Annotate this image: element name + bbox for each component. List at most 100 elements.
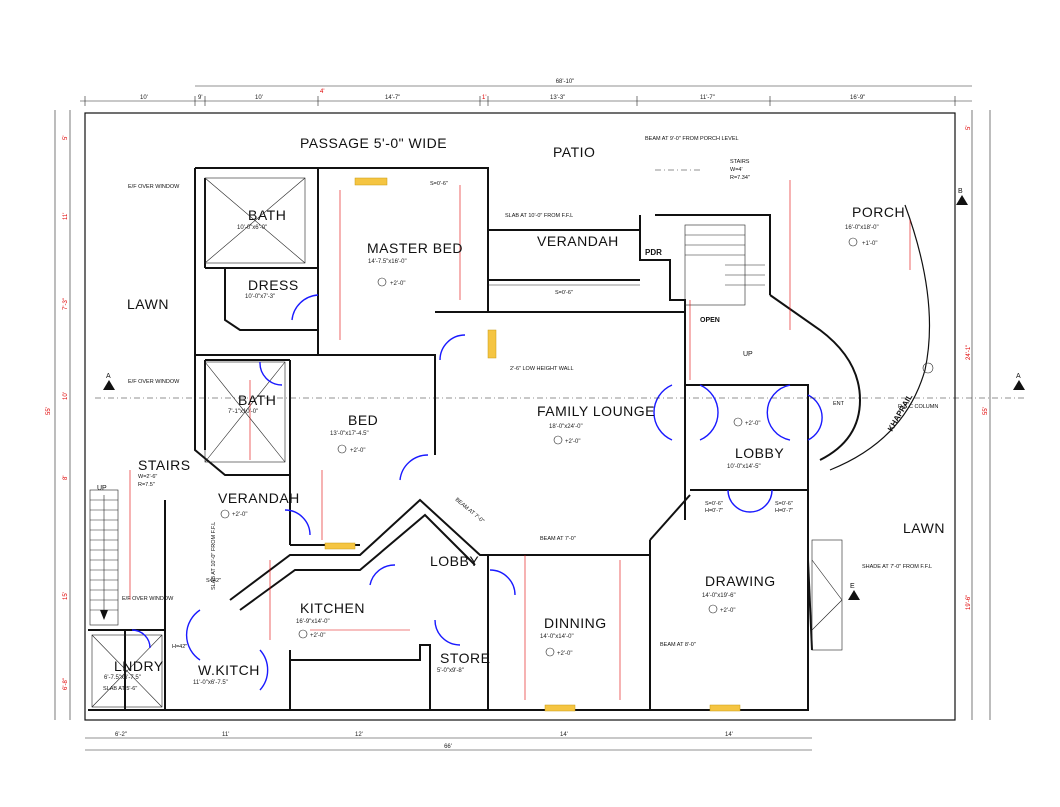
room-bath-1: BATH bbox=[248, 207, 286, 223]
doors bbox=[131, 294, 823, 691]
note-shade: SHADE AT 7'-0" FROM F.F.L bbox=[862, 564, 932, 570]
room-master-bed: MASTER BED bbox=[367, 240, 463, 256]
bottom-dim-seg: 11' bbox=[222, 732, 229, 738]
level-drawing: +2'-0" bbox=[720, 608, 735, 614]
note-slab-left: SLAB AT 10'-0" FROM F.F.L bbox=[211, 522, 217, 590]
note-ent: ENT bbox=[833, 401, 845, 407]
note-beam-7b: BEAM AT 7'-0" bbox=[454, 497, 485, 525]
level-marker-icon bbox=[298, 629, 308, 639]
khaprail-arc bbox=[829, 204, 931, 471]
room-drawing: DRAWING bbox=[705, 573, 776, 589]
note-pdr: PDR bbox=[645, 248, 662, 257]
room-stairs-left: STAIRS bbox=[138, 457, 191, 473]
stair-left bbox=[89, 489, 119, 626]
note-slab-lndry: SLAB AT 5'-6" bbox=[103, 686, 137, 692]
left-dim-seg: 8' bbox=[63, 476, 69, 480]
level-marker-icon bbox=[220, 509, 230, 519]
room-family-lounge-size: 18'-0"x24'-0" bbox=[549, 424, 583, 430]
room-verandah-top: VERANDAH bbox=[537, 233, 619, 249]
note-stairs-right: STAIRS bbox=[730, 159, 750, 165]
top-dim-seg: 14'-7" bbox=[385, 95, 400, 101]
level-master-bed: +2'-0" bbox=[390, 281, 405, 287]
right-dim-seg: 24'-1" bbox=[966, 345, 972, 360]
room-bath-2-size: 7'-1"x10'-0" bbox=[228, 409, 258, 415]
note-stairs-right-r: R=7.34" bbox=[730, 175, 750, 181]
room-bath-2: BATH bbox=[238, 392, 276, 408]
note-khaprail: KHAPRAIL bbox=[886, 393, 915, 433]
room-verandah-left: VERANDAH bbox=[218, 490, 300, 506]
level-marker-icon bbox=[733, 417, 743, 427]
level-porch: +1'-0" bbox=[862, 241, 877, 247]
note-up-left: UP bbox=[97, 485, 107, 492]
note-slab-verandah: SLAB AT 10'-0" FROM F.F.L bbox=[505, 213, 573, 219]
level-marker-icon bbox=[337, 444, 347, 454]
level-kitchen: +2'-0" bbox=[310, 633, 325, 639]
top-dim-mid: 4' bbox=[320, 89, 324, 95]
room-lobby-center: LOBBY bbox=[430, 553, 479, 569]
note-stairs-left-w: W=2'-6" bbox=[138, 474, 157, 480]
note-rcc: R.C.C COLUMN bbox=[898, 404, 938, 410]
top-dim-seg: 16'-9" bbox=[850, 95, 865, 101]
fixtures bbox=[324, 177, 741, 712]
level-marker-icon bbox=[553, 435, 563, 445]
room-w-kitch-size: 11'-0"x6'-7.5" bbox=[193, 680, 228, 686]
top-dim-seg: 9' bbox=[198, 95, 202, 101]
building-walls bbox=[88, 167, 862, 711]
stair-right bbox=[684, 224, 765, 306]
note-h-lobby2: H=0'-7" bbox=[775, 508, 793, 514]
room-dress: DRESS bbox=[248, 277, 299, 293]
right-dim-seg: 5' bbox=[966, 126, 972, 130]
note-ef-window-2: E/F OVER WINDOW bbox=[128, 379, 180, 385]
room-bed: BED bbox=[348, 412, 378, 428]
room-dress-size: 10'-0"x7'-3" bbox=[245, 294, 275, 300]
level-verandah-left: +2'-0" bbox=[232, 512, 247, 518]
level-marker-icon bbox=[377, 277, 387, 287]
room-lobby-right: LOBBY bbox=[735, 445, 784, 461]
room-dinning: DINNING bbox=[544, 615, 607, 631]
overall-top-dim: 68'-10" bbox=[556, 79, 575, 85]
room-lobby-right-size: 10'-0"x14'-5" bbox=[727, 464, 761, 470]
note-s42: S=42" bbox=[206, 578, 221, 584]
section-mark-b: B bbox=[958, 188, 963, 195]
room-family-lounge: FAMILY LOUNGE bbox=[537, 403, 655, 419]
left-dim-seg: 10' bbox=[63, 392, 69, 400]
note-h42: H=42" bbox=[172, 644, 187, 650]
bottom-dimensions: 66' 6'-2" 11' 12' 14' 14' bbox=[85, 732, 812, 751]
note-s-lobby1: S=0'-6" bbox=[705, 501, 723, 507]
note-h-lobby1: H=0'-7" bbox=[705, 508, 723, 514]
note-beam-porch: BEAM AT 9'-0" FROM PORCH LEVEL bbox=[645, 136, 739, 142]
top-dim-seg: 10' bbox=[140, 95, 148, 101]
room-lawn-right: LAWN bbox=[903, 520, 945, 536]
top-dim-seg: 11'-7" bbox=[700, 95, 715, 101]
level-dinning: +2'-0" bbox=[557, 651, 572, 657]
room-store-size: 5'-0"x9'-8" bbox=[437, 668, 464, 674]
top-dim-seg: 13'-3" bbox=[550, 95, 565, 101]
level-marker-icon bbox=[545, 647, 555, 657]
left-dimensions: 55' 5' 11' 7'-3" 10' 8' 15' 6'-8" bbox=[46, 110, 71, 720]
room-labels: PASSAGE 5'-0" WIDE PATIO BATH 10'-0"x6'-… bbox=[104, 135, 945, 686]
top-dim-mid2: 1' bbox=[482, 95, 486, 101]
note-s-verandah: S=0'-6" bbox=[555, 290, 573, 296]
right-dim-overall: 55' bbox=[983, 407, 989, 415]
note-up-right: UP bbox=[743, 351, 753, 358]
left-dim-seg: 15' bbox=[63, 592, 69, 600]
room-lndry-size: 6'-7.5"x6'-7.5" bbox=[104, 675, 141, 681]
room-w-kitch: W.KITCH bbox=[198, 662, 260, 678]
room-porch: PORCH bbox=[852, 204, 905, 220]
left-dim-seg: 7'-3" bbox=[63, 298, 69, 310]
room-porch-size: 16'-0"x18'-0" bbox=[845, 225, 879, 231]
note-low-wall: 2'-6" LOW HEIGHT WALL bbox=[510, 366, 574, 372]
red-dimension-markers bbox=[129, 180, 911, 700]
section-mark-e: E bbox=[850, 583, 855, 590]
rcc-column-icon bbox=[922, 362, 934, 374]
room-lawn-left: LAWN bbox=[127, 296, 169, 312]
left-dim-seg: 6'-8" bbox=[63, 678, 69, 690]
top-dim-seg: 10' bbox=[255, 95, 263, 101]
room-lndry: LNDRY bbox=[114, 658, 164, 674]
note-open: OPEN bbox=[700, 317, 720, 324]
shade-outline bbox=[811, 539, 843, 651]
level-marker-icon bbox=[848, 237, 858, 247]
level-lobby: +2'-0" bbox=[745, 421, 760, 427]
plot-boundary bbox=[84, 112, 956, 721]
